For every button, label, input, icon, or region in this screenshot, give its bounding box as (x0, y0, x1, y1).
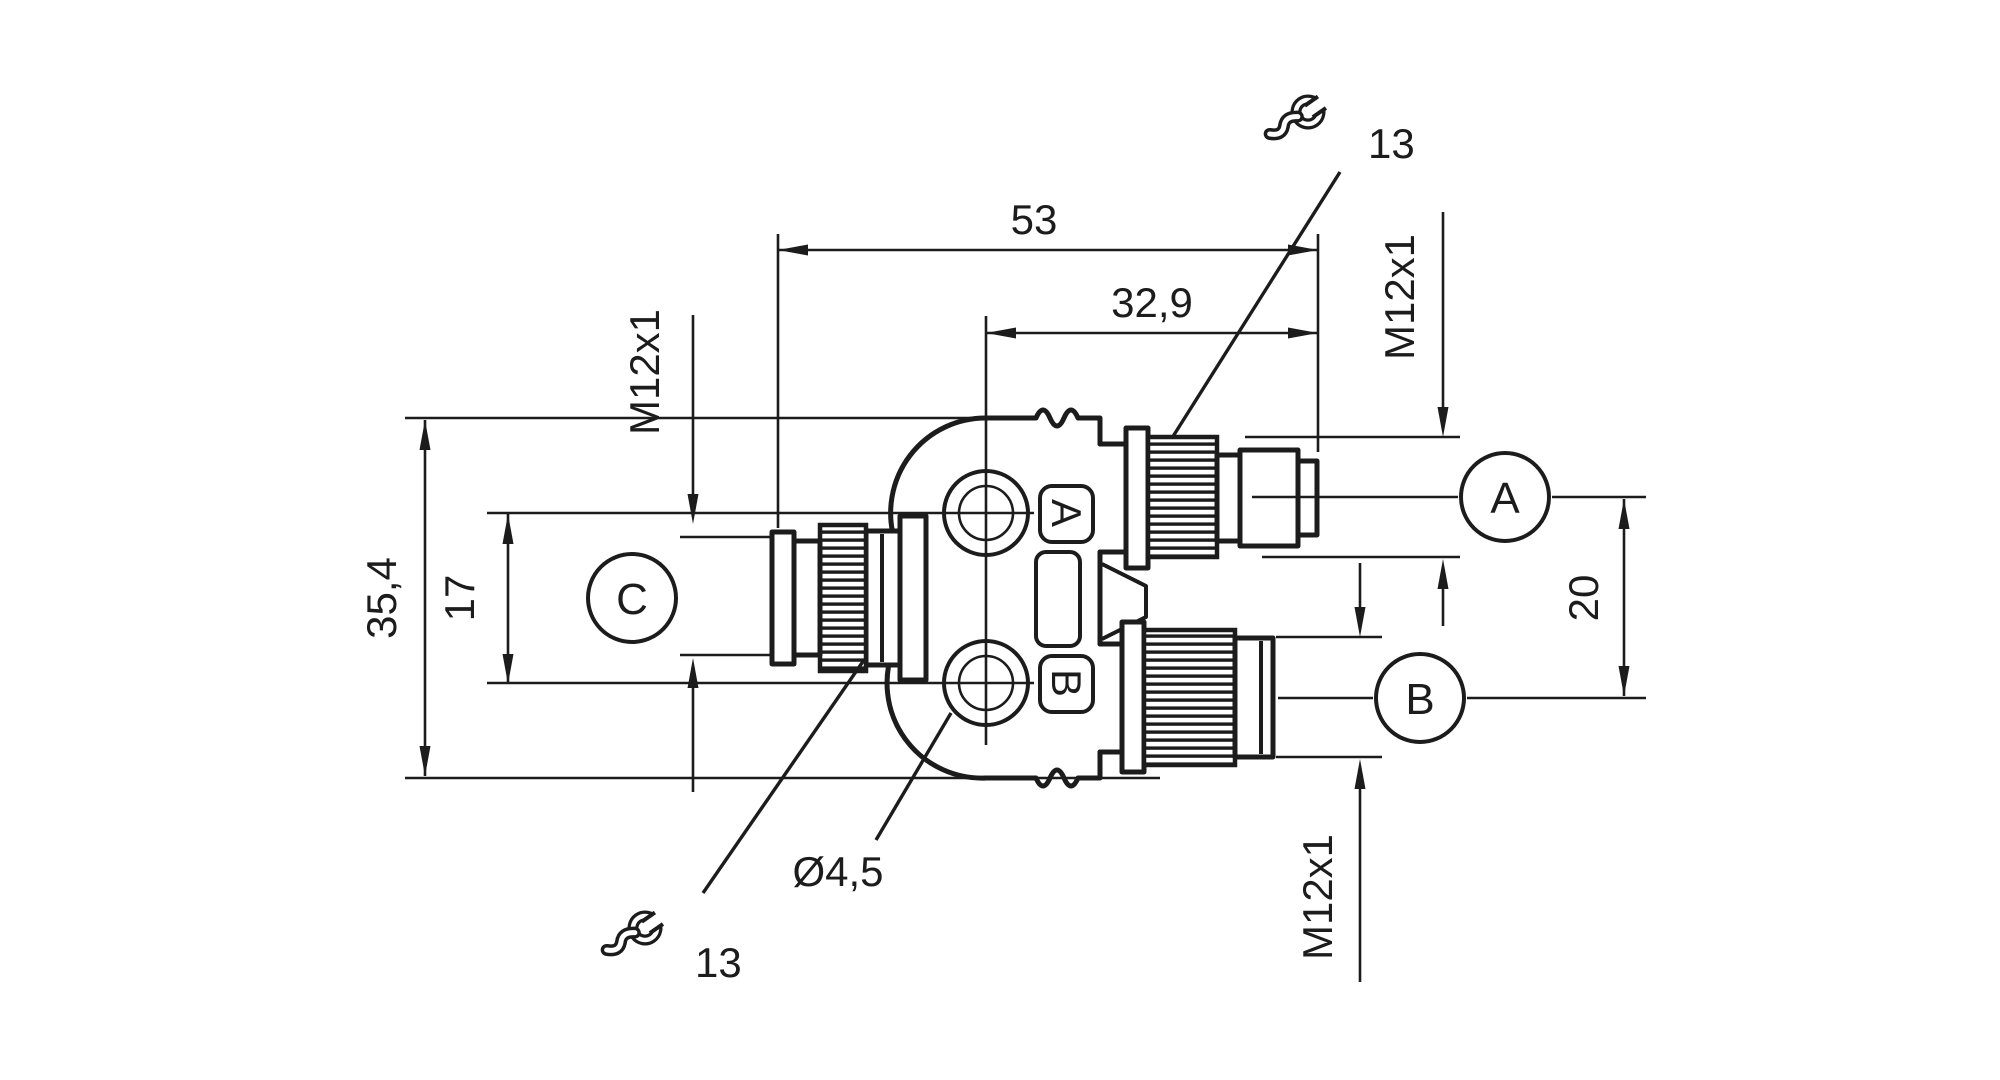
body-label-plate (1034, 550, 1082, 648)
dim-53-label: 53 (1011, 196, 1058, 243)
body-marking-b: B (1043, 669, 1090, 697)
centerlines (487, 316, 1646, 745)
port-b-circle (1374, 652, 1466, 744)
dim-53-arrow-right (1288, 244, 1318, 256)
port-b-nut-front (1232, 635, 1276, 760)
thread-label-port-a: M12x1 (1245, 212, 1460, 626)
wrench-callout-top: 13 (1170, 90, 1415, 439)
port-b-thread-arrow-down (1354, 607, 1366, 637)
port-c-thread-arrow-up (687, 658, 699, 688)
port-a-neck (1097, 441, 1131, 555)
port-c-face-ring (769, 529, 797, 667)
port-c-flange-plate (897, 513, 929, 683)
wrench-icon (1263, 90, 1335, 141)
port-a-collar (1214, 452, 1243, 544)
body-marking-panels: A B (1034, 484, 1095, 714)
body-top-edge (983, 407, 1103, 447)
port-b-knurled-nut (1141, 627, 1238, 768)
port-a-circle (1459, 451, 1551, 543)
thread-label-port-c: M12x1 (621, 309, 772, 792)
dim-overall-width: 53 (776, 196, 1320, 528)
body-marking-panel-a (1038, 484, 1095, 544)
port-circle-labels: C A B (586, 451, 1551, 744)
port-a-knurled-nut (1145, 434, 1220, 560)
dim-329-arrow-right (1288, 327, 1318, 339)
dim-329-label: 32,9 (1111, 279, 1193, 326)
port-c-circle (586, 552, 678, 644)
wrench-top-leader (1170, 171, 1342, 439)
wrench-bottom-leader (701, 659, 866, 894)
dim-17-arrow-top (502, 514, 514, 544)
dim-354-arrow-top (419, 420, 431, 450)
wrench-callout-bottom: 13 (600, 659, 866, 986)
wrench-size-bottom-label: 13 (695, 939, 742, 986)
port-c-nut-front (791, 538, 823, 658)
port-a-flange-plate (1123, 425, 1151, 571)
port-b-connector (1119, 619, 1276, 775)
dim-354-label: 35,4 (358, 557, 405, 639)
dim-17-label: 17 (436, 575, 483, 622)
thread-b-label: M12x1 (1294, 834, 1341, 960)
thread-label-port-b: M12x1 (1276, 563, 1382, 982)
dim-17-arrow-bottom (502, 654, 514, 684)
thread-c-label: M12x1 (621, 309, 668, 435)
dim-20-arrow-bottom (1618, 666, 1630, 696)
port-b-thread-arrow-up (1354, 759, 1366, 789)
port-c-thread-arrow-down (687, 494, 699, 524)
port-b-letter: B (1405, 675, 1434, 724)
dim-329-arrow-left (986, 327, 1016, 339)
body-upper-flange-arc (888, 415, 989, 541)
dim-port-spacing: 20 (1560, 499, 1630, 696)
dim-port-a-offset: 32,9 (986, 279, 1318, 339)
port-a-thread-arrow-down (1437, 407, 1449, 437)
mount-hole-leader (874, 712, 953, 841)
mount-hole-label: Ø4,5 (792, 848, 883, 895)
port-b-flange-plate (1119, 619, 1147, 775)
body-marking-panel-b (1038, 654, 1095, 714)
body-marking-a: A (1043, 499, 1090, 527)
dim-354-arrow-bottom (419, 746, 431, 776)
thread-a-label: M12x1 (1376, 234, 1423, 360)
port-c-letter: C (616, 575, 648, 624)
body-lower-flange-arc (884, 647, 989, 781)
port-a-connector (1123, 425, 1320, 571)
dim-center-height: 17 (436, 514, 514, 684)
dim-20-arrow-top (1618, 499, 1630, 529)
body-bottom-edge (983, 749, 1103, 789)
port-a-letter: A (1490, 474, 1520, 523)
dim-20-label: 20 (1560, 575, 1607, 622)
dim-53-arrow-left (778, 244, 808, 256)
wrench-icon (600, 906, 672, 957)
mount-hole-callout: Ø4,5 (792, 712, 953, 895)
port-a-thread-arrow-up (1437, 559, 1449, 589)
port-c-connector (769, 513, 929, 683)
wrench-size-top-label: 13 (1368, 120, 1415, 167)
port-c-knurled-nut (817, 522, 869, 674)
